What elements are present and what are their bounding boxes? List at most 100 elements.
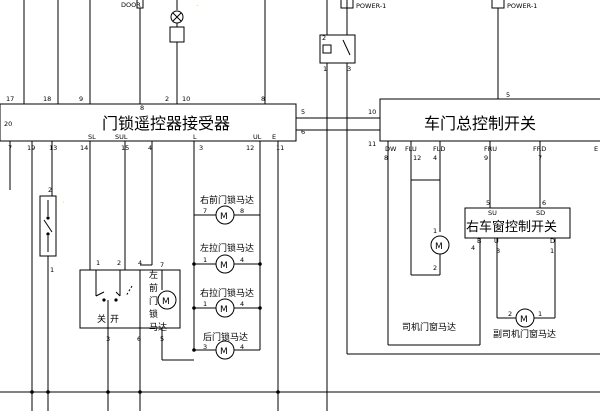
signal-label: SUL xyxy=(115,133,128,141)
right-window-switch: 5 6 SU SD 右车窗控制开关 B U D 4 3 1 xyxy=(464,199,571,318)
pin-label: 2 xyxy=(508,310,512,318)
pin-label: 2 xyxy=(322,34,326,42)
pin-label: 9 xyxy=(79,95,83,103)
door-lock-motors: 右前门锁马达 7 M 8 左拉门锁马达 1 M 4 右拉门锁马达 1 M 4 xyxy=(194,194,260,360)
power-label: POWER-1 xyxy=(356,2,386,10)
pin-label: 10 xyxy=(368,108,376,116)
signal-label: SU xyxy=(488,209,497,217)
svg-text:前: 前 xyxy=(149,282,158,294)
pin-label: 14 xyxy=(80,144,88,152)
motor-left-sliding-door: 左拉门锁马达 1 M 4 xyxy=(194,242,260,274)
pin-label: 2 xyxy=(433,264,437,272)
receiver-top-wires xyxy=(23,0,266,104)
pin-label: 1 xyxy=(433,227,437,235)
lock-switch-box xyxy=(79,269,181,329)
passenger-window-motor-label: 副司机门窗马达 xyxy=(493,328,556,340)
svg-text:马达: 马达 xyxy=(149,321,167,333)
signal-label: UL xyxy=(253,133,262,141)
lock-switch-off-label: 关 xyxy=(97,313,106,325)
yellow-annotations: · xyxy=(62,198,65,207)
pin-label: 1 xyxy=(538,310,542,318)
pin-label: 19 xyxy=(27,144,35,152)
receiver-to-master-wires xyxy=(296,117,380,131)
signal-label: SD xyxy=(536,209,545,217)
signal-label: DW xyxy=(385,145,397,153)
pin-label: 4 xyxy=(138,259,142,267)
master-switch-box xyxy=(379,98,600,142)
relay: POWER-1 2 1 3 xyxy=(319,0,600,411)
pin-label: 2 xyxy=(48,186,52,194)
power-label: POWER-1 xyxy=(507,2,537,10)
right-window-switch-box xyxy=(464,207,571,239)
motor-rear-door: 后门锁马达 3 M 4 xyxy=(194,331,260,360)
pin-label: 9 xyxy=(484,154,488,162)
pin-label: 2 xyxy=(117,259,121,267)
pin-label: 20 xyxy=(4,120,12,128)
signal-label: D xyxy=(550,237,555,245)
power-connector: POWER-1 5 xyxy=(491,0,537,99)
signal-label: FRU xyxy=(484,145,497,153)
signal-label: B xyxy=(477,237,481,245)
pin-label: 1 xyxy=(203,256,207,264)
master-switch: 车门总控制开关 10 11 DW FLU FLD FRU FRD E 8 12 … xyxy=(368,98,600,162)
svg-text:M: M xyxy=(220,212,228,222)
pin-label: 8 xyxy=(140,104,144,112)
svg-text:M: M xyxy=(435,242,443,252)
pin-label: 6 xyxy=(542,199,546,207)
svg-text:M: M xyxy=(220,261,228,271)
signal-label: E xyxy=(594,145,598,153)
receiver-bottom-wires xyxy=(9,141,279,411)
lock-switch: 1 2 4 关 开 3 6 xyxy=(79,259,181,411)
pin-label: 13 xyxy=(49,144,57,152)
pin-label: 2 xyxy=(165,95,169,103)
pin-label: 11 xyxy=(276,144,284,152)
pin-label: 18 xyxy=(43,95,51,103)
svg-text:门: 门 xyxy=(149,295,158,307)
motor-right-front-door: 右前门锁马达 7 M 8 xyxy=(194,194,260,225)
master-switch-wires xyxy=(387,141,541,346)
pin-label: 4 xyxy=(433,154,437,162)
pin-label: 6 xyxy=(137,335,141,343)
remote-receiver-title: 门锁遥控器接受器 xyxy=(102,114,230,133)
svg-text:M: M xyxy=(220,347,228,357)
master-switch-title: 车门总控制开关 xyxy=(424,114,536,133)
svg-text:左: 左 xyxy=(149,269,158,281)
left-front-door-motor: 7 M 左 前 门 锁 马达 5 xyxy=(149,261,194,361)
signal-label: L xyxy=(193,133,197,141)
left-front-door-motor-label: 左 前 门 锁 马达 xyxy=(149,269,167,333)
junction-dots xyxy=(30,262,280,394)
pin-label: 4 xyxy=(148,144,152,152)
pin-label: 5 xyxy=(506,91,510,99)
motor-label: 右拉门锁马达 xyxy=(200,287,254,299)
signal-label: SL xyxy=(88,133,96,141)
signal-label: E xyxy=(272,133,276,141)
pin-label: 12 xyxy=(413,154,421,162)
pin-label: 4 xyxy=(471,244,475,252)
remote-receiver: 门锁遥控器接受器 17 18 9 8 2 10 8 20 5 6 SL SUL … xyxy=(0,95,305,152)
pin-label: 17 xyxy=(6,95,14,103)
pin-label: 1 xyxy=(50,266,54,274)
relay-box xyxy=(319,34,356,64)
pin-label: 1 xyxy=(550,247,554,255)
lock-switch-on-label: 开 xyxy=(110,314,119,325)
lamp-connector xyxy=(169,26,185,43)
remote-receiver-box xyxy=(0,103,297,142)
signal-label: FLD xyxy=(433,145,445,153)
door-switch: 2 1 xyxy=(39,186,57,411)
pin-label: 3 xyxy=(203,343,207,351)
driver-window-motor: 1 M 2 司机门窗马达 xyxy=(402,180,456,333)
passenger-window-motor: 2 M 1 副司机门窗马达 xyxy=(493,308,556,340)
pin-label: 8 xyxy=(384,154,388,162)
pin-label: 8 xyxy=(261,95,265,103)
svg-text:M: M xyxy=(162,297,170,307)
svg-text:M: M xyxy=(520,315,528,325)
pin-label: 1 xyxy=(323,65,327,73)
motor-right-sliding-door: 右拉门锁马达 1 M 4 xyxy=(194,287,260,318)
pin-label: 10 xyxy=(182,95,190,103)
driver-window-motor-label: 司机门窗马达 xyxy=(402,321,456,333)
pin-label: 4 xyxy=(240,256,244,264)
pin-label: 3 xyxy=(496,247,500,255)
pin-label: 12 xyxy=(246,144,254,152)
pin-label: 5 xyxy=(486,199,490,207)
